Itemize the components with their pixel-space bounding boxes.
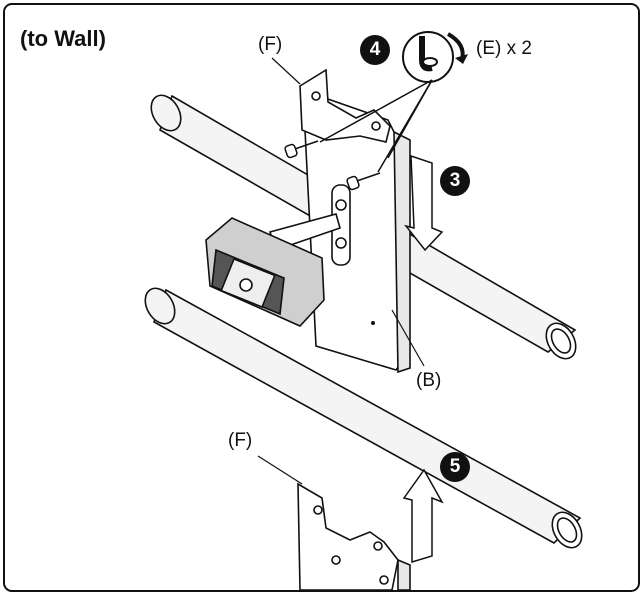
- step-4-badge: 4: [360, 35, 390, 65]
- leader-lines: [257, 57, 425, 485]
- down-arrow: [404, 154, 444, 252]
- label-bracket-f-top: (F): [258, 34, 283, 55]
- label-bracket-f-bottom: (F): [228, 430, 253, 451]
- screw-rotate-icon: [402, 31, 468, 83]
- label-screws-e: (E) x 2: [476, 38, 532, 59]
- page-title: (to Wall): [20, 26, 106, 51]
- lower-rail: [144, 287, 583, 549]
- step-5-badge: 5: [440, 452, 470, 482]
- screws-e: [284, 79, 433, 191]
- label-plate-b: (B): [416, 370, 442, 391]
- bracket-f-top: [299, 68, 391, 143]
- step-3-badge: 3: [440, 166, 470, 196]
- up-arrow: [402, 468, 444, 564]
- mounting-plate-b: [301, 88, 411, 374]
- bracket-f-bottom: [297, 482, 411, 591]
- handle-arm: [205, 213, 341, 327]
